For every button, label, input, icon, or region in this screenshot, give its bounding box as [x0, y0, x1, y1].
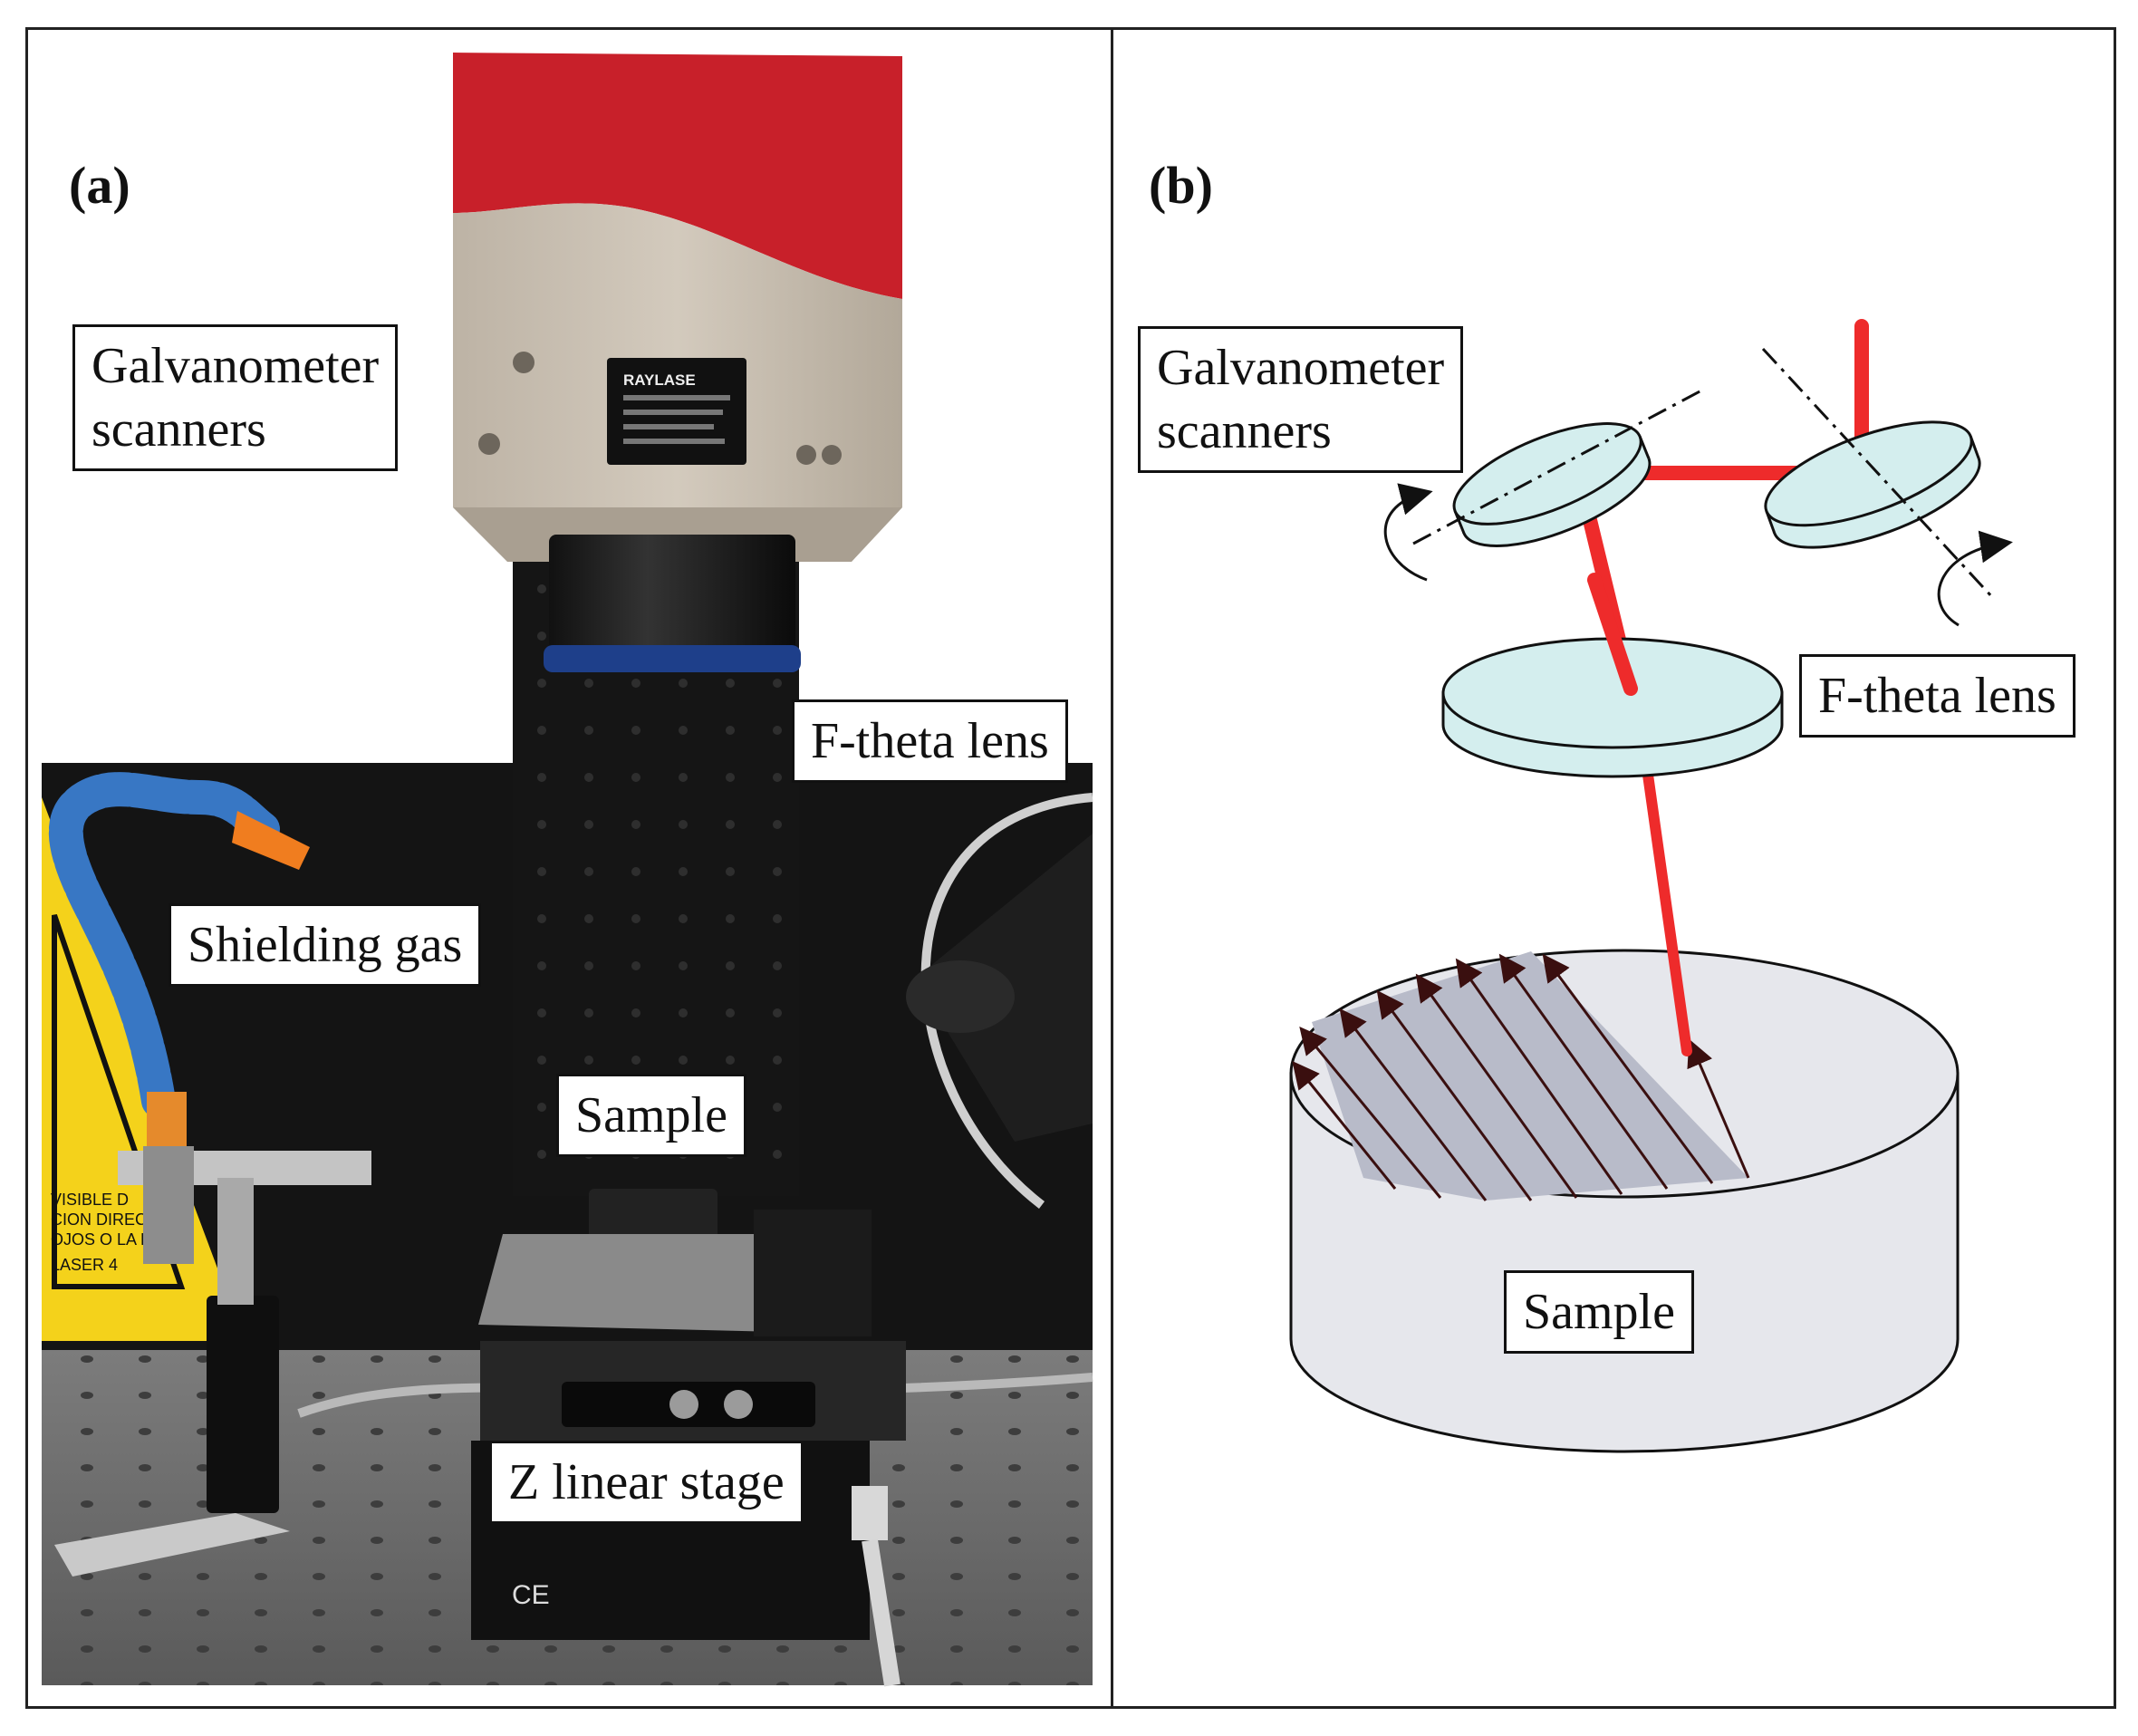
scanned-region	[1312, 951, 1748, 1201]
svg-text:RAYLASE: RAYLASE	[623, 371, 696, 389]
warning-sign-text: OJOS O LA PI	[51, 1230, 156, 1249]
label-line: scanners	[1157, 403, 1332, 459]
cable	[920, 793, 1093, 1209]
label-line: Galvanometer	[1157, 340, 1445, 396]
gas-nozzle	[232, 811, 310, 870]
focused-beam	[1642, 763, 1692, 1056]
warning-sign-text: CION DIRECTA	[51, 1210, 167, 1229]
usb-cable	[852, 1486, 888, 1540]
f-theta-lens-ring	[544, 645, 801, 672]
scan-track	[1292, 1060, 1397, 1190]
sample-plate	[478, 1234, 797, 1332]
scan-track	[1339, 1008, 1488, 1201]
scan-track	[1687, 1038, 1750, 1179]
stage-ce-mark: CE	[512, 1580, 550, 1610]
scan-track	[1415, 973, 1578, 1199]
scan-track	[1455, 958, 1623, 1195]
label-f-theta-lens-a: F-theta lens	[792, 699, 1068, 783]
scan-track	[1542, 953, 1714, 1184]
galvo-axis-y	[1761, 347, 1995, 600]
label-line: Galvanometer	[91, 338, 380, 394]
label-sample-a: Sample	[556, 1074, 746, 1157]
rotation-arrow-y	[1937, 530, 2013, 627]
warning-sign-text: LASER 4	[51, 1256, 118, 1274]
panel-divider	[1111, 27, 1113, 1709]
rotation-arrow-x	[1383, 483, 1433, 582]
warning-sign-text: VISIBLE D	[51, 1191, 129, 1209]
sample-fixture	[589, 1189, 717, 1239]
panel-b-letter: (b)	[1149, 156, 1213, 215]
scan-track	[1498, 953, 1669, 1190]
label-galvanometer-scanners-a: Galvanometer scanners	[72, 324, 399, 471]
shielding-gas-hose	[48, 772, 280, 1118]
figure-frame	[25, 27, 2116, 1709]
label-z-linear-stage: Z linear stage	[489, 1441, 804, 1524]
label-galvanometer-scanners-b: Galvanometer scanners	[1138, 326, 1464, 473]
label-f-theta-lens-b: F-theta lens	[1799, 654, 2075, 738]
label-sample-b: Sample	[1504, 1270, 1694, 1354]
label-shielding-gas: Shielding gas	[169, 903, 482, 987]
f-theta-lens-barrel	[549, 535, 795, 657]
scanner-head-body	[453, 203, 902, 507]
holder-post	[207, 1296, 279, 1513]
scan-tracks	[1292, 953, 1750, 1201]
scan-track	[1299, 1027, 1442, 1199]
scan-track	[1376, 989, 1533, 1201]
panel-a-letter: (a)	[69, 156, 130, 215]
galvo-mirror-y	[1764, 420, 1981, 549]
label-line: scanners	[91, 401, 266, 458]
scanner-head-top	[453, 53, 902, 299]
galvo-axis-x	[1412, 388, 1704, 545]
